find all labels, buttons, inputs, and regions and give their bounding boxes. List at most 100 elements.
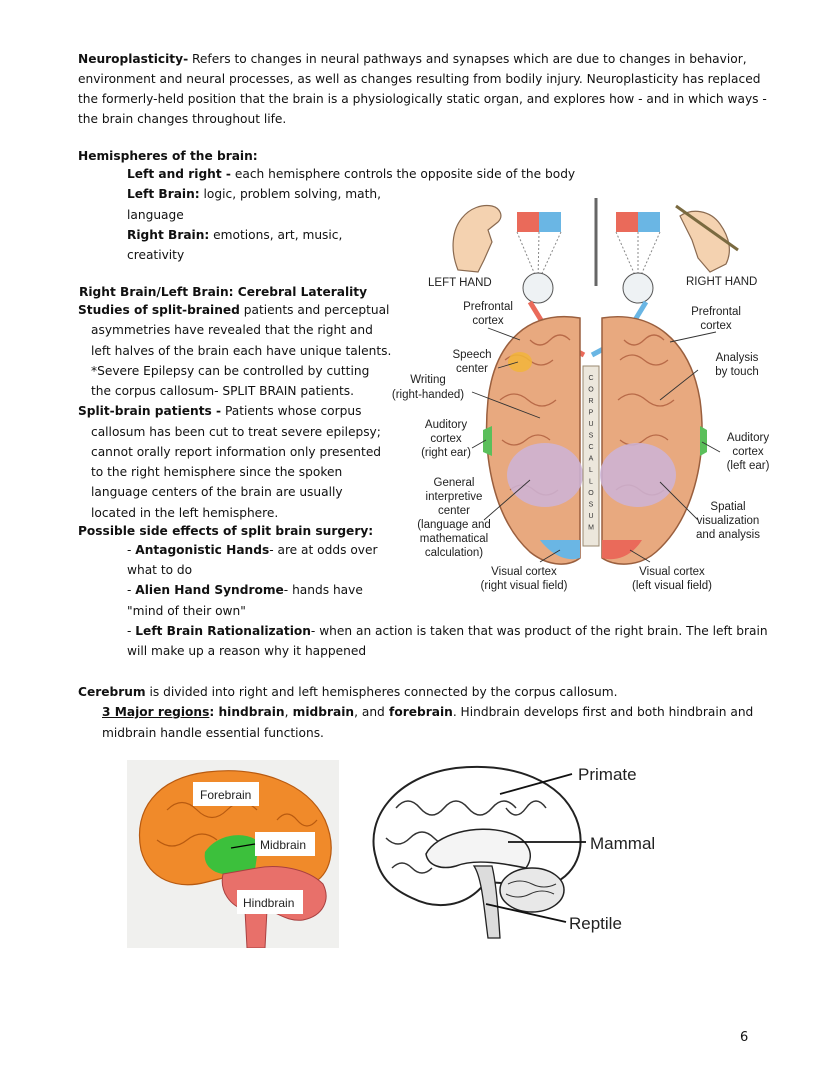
right-hand-illustration (679, 210, 730, 273)
analysis-1: Analysis (716, 352, 759, 364)
left-brain-line-2: language (127, 208, 184, 222)
forebrain-label-box (193, 782, 259, 806)
right-brain-line-2: creativity (127, 248, 185, 262)
speech-2: center (456, 363, 488, 375)
antagonistic-hands-line-2: what to do (127, 563, 193, 577)
left-auditory-region (483, 426, 492, 456)
speech-1: Speech (452, 349, 491, 361)
corpus-callosum-letter: S (589, 502, 594, 509)
brain-regions-figure: Forebrain Midbrain Hindbrain (127, 760, 339, 948)
neuroplasticity-line-4: the brain changes throughout life. (78, 112, 287, 126)
forebrain-label: Forebrain (200, 788, 251, 802)
auditory-right-1: Auditory (727, 432, 769, 444)
right-auditory-region (700, 426, 707, 456)
auditory-right-3: (left ear) (727, 460, 770, 472)
spatial-1: Spatial (710, 501, 745, 513)
visual-left-1: Visual cortex (491, 566, 557, 578)
split-line-1: Split-brain patients - Patients whose co… (78, 404, 362, 418)
studies-line-2: asymmetries have revealed that the right… (91, 323, 373, 337)
visual-left-2: (right visual field) (481, 580, 568, 592)
corpus-callosum-letter: O (588, 387, 594, 394)
evolution-brain-figure: Primate Mammal Reptile (372, 765, 655, 939)
right-gyri (615, 334, 675, 496)
left-brain-line: Left Brain: logic, problem solving, math… (127, 187, 381, 201)
neuroplasticity-term: Neuroplasticity- (78, 52, 189, 66)
primate-pointer (499, 773, 573, 795)
hindbrain-label-box (237, 890, 303, 914)
general-6: calculation) (425, 547, 483, 559)
hindbrain-label: Hindbrain (243, 896, 294, 910)
midbrain-arrow (230, 843, 256, 849)
midbrain-label: Midbrain (260, 838, 306, 852)
corpus-callosum-letter: C (588, 444, 593, 451)
hemispheres-heading: Hemispheres of the brain: (78, 149, 258, 163)
laterality-heading: Right Brain/Left Brain: Cerebral Lateral… (79, 285, 368, 299)
forebrain-shape (139, 770, 332, 886)
corpus-callosum (582, 365, 600, 547)
general-4: (language and (417, 519, 491, 531)
studies-line-4: *Severe Epilepsy can be controlled by cu… (91, 364, 370, 378)
regions-line-2: midbrain handle essential functions. (102, 726, 324, 740)
corpus-callosum-letter: A (589, 456, 594, 463)
page-number: 6 (740, 1030, 749, 1045)
spatial-2: visualization (697, 515, 760, 527)
mammal-label: Mammal (590, 834, 655, 853)
brainstem (472, 865, 501, 939)
prefrontal-left-2: cortex (472, 315, 504, 327)
cerebellum-folds (505, 880, 557, 898)
left-hand-illustration (452, 204, 502, 273)
forebrain-gyri (156, 801, 318, 856)
corpus-callosum-letter: P (589, 410, 594, 417)
leader-lines (471, 327, 721, 563)
split-line-5: language centers of the brain are usuall… (91, 485, 343, 499)
corpus-callosum-letter: S (589, 433, 594, 440)
midbrain-shape (204, 835, 259, 874)
studies-line-5: the corpus callosum- SPLIT BRAIN patient… (91, 384, 354, 398)
cortex-folds (385, 800, 547, 874)
alien-hand-line: - Alien Hand Syndrome- hands have (127, 583, 363, 597)
left-eye (522, 272, 554, 304)
split-line-4: to the right hemisphere since the spoken (91, 465, 343, 479)
prefrontal-right-2: cortex (700, 320, 732, 332)
left-blue-square (539, 212, 561, 232)
right-hand-label: RIGHT HAND (686, 276, 757, 288)
reptile-pointer (485, 903, 567, 923)
neuroplasticity-line-2: environment and neural processes, as wel… (78, 72, 761, 86)
side-effects-heading: Possible side effects of split brain sur… (78, 524, 374, 538)
neuroplasticity-line-3: the formerly-held position that the brai… (78, 92, 767, 106)
auditory-left-3: (right ear) (421, 447, 471, 459)
left-temporal-region (507, 443, 583, 507)
general-5: mathematical (420, 533, 488, 545)
reptile-label: Reptile (569, 914, 622, 933)
corpus-callosum-letter: M (588, 525, 594, 532)
cerebrum-line: Cerebrum is divided into right and left … (78, 685, 618, 699)
right-hemisphere (601, 316, 703, 565)
corpus-callosum-letter: R (588, 398, 593, 405)
corpus-callosum-letter: U (588, 513, 593, 520)
auditory-right-2: cortex (732, 446, 764, 458)
right-temporal-region (600, 443, 676, 507)
left-brain-rationalization-line-2: will make up a reason why it happened (127, 644, 367, 658)
pen-icon (675, 204, 739, 252)
midbrain-label-box (255, 832, 315, 856)
corpus-callosum-letter: U (588, 421, 593, 428)
corpus-callosum-letter: O (588, 490, 594, 497)
auditory-left-1: Auditory (425, 419, 467, 431)
antagonistic-hands-line: - Antagonistic Hands- are at odds over (127, 543, 378, 557)
left-red-square (517, 212, 539, 232)
corpus-callosum-letter: L (589, 479, 593, 486)
corpus-callosum-letter: L (589, 467, 593, 474)
split-line-6: located in the left hemisphere. (91, 506, 279, 520)
cerebellum (499, 867, 565, 913)
analysis-2: by touch (715, 366, 758, 378)
speech-center-region (508, 352, 532, 372)
visual-right-1: Visual cortex (639, 566, 705, 578)
prefrontal-left-1: Prefrontal (463, 301, 513, 313)
split-line-3: cannot orally report information only pr… (91, 445, 382, 459)
studies-line-3: left halves of the brain each have uniqu… (91, 344, 392, 358)
left-right-line: Left and right - each hemisphere control… (127, 167, 576, 181)
writing-1: Writing (410, 374, 446, 386)
studies-line-1: Studies of split-brained patients and pe… (78, 303, 390, 317)
